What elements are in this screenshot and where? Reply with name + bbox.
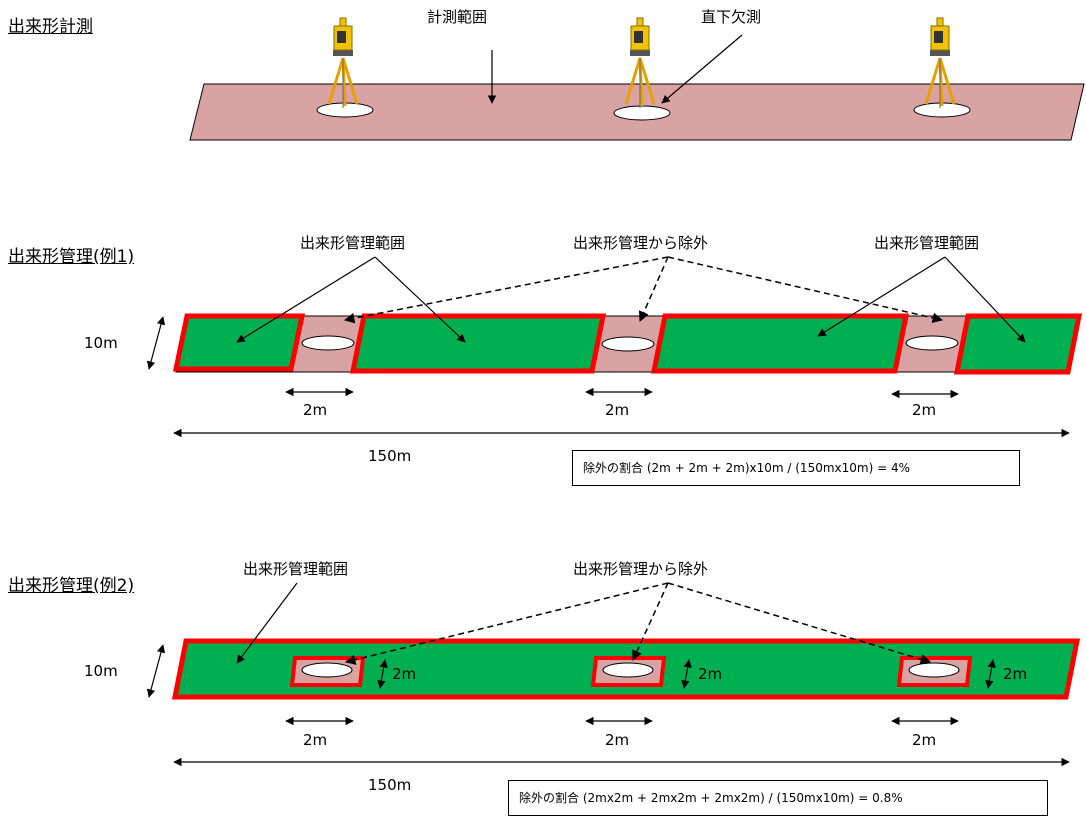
blind-spot — [905, 335, 959, 351]
blind-spot-label: 直下欠測 — [701, 8, 762, 26]
width-dimension: 10m — [84, 334, 118, 352]
gap-dimension: 2m — [1003, 665, 1028, 683]
length-dimension: 150m — [368, 776, 412, 794]
pointer-arrow — [661, 34, 743, 104]
blind-spot — [301, 335, 355, 351]
gap-dimension: 2m — [605, 731, 630, 749]
managed-range-label: 出来形管理範囲 — [874, 234, 980, 252]
blind-spot — [301, 662, 353, 678]
section-heading: 出来形計測 — [8, 17, 93, 37]
total-station-icon — [327, 16, 359, 110]
managed-area — [953, 313, 1083, 375]
total-station-icon — [624, 16, 656, 110]
excluded-label: 出来形管理から除外 — [573, 560, 709, 578]
gap-dimension: 2m — [303, 731, 328, 749]
exclusion-ratio-formula: 除外の割合 (2m + 2m + 2m)x10m / (150mx10m) = … — [572, 450, 1020, 486]
section-heading: 出来形管理(例1) — [8, 247, 135, 267]
total-station-icon — [924, 16, 956, 110]
blind-spot — [908, 662, 960, 678]
blind-spot — [601, 336, 655, 352]
measure-range-label: 計測範囲 — [427, 8, 488, 26]
gap-dimension: 2m — [698, 665, 723, 683]
gap-dimension: 2m — [605, 401, 630, 419]
length-dimension: 150m — [368, 447, 412, 465]
managed-area — [650, 313, 910, 374]
gap-dimension: 2m — [912, 731, 937, 749]
managed-area — [349, 313, 607, 374]
width-dimension: 10m — [84, 662, 118, 680]
managed-range-label: 出来形管理範囲 — [243, 560, 349, 578]
gap-dimension: 2m — [392, 665, 417, 683]
excluded-label: 出来形管理から除外 — [573, 234, 709, 252]
exclusion-ratio-formula: 除外の割合 (2mx2m + 2mx2m + 2mx2m) / (150mx10… — [508, 780, 1048, 816]
managed-range-label: 出来形管理範囲 — [300, 234, 406, 252]
gap-dimension: 2m — [303, 401, 328, 419]
gap-dimension: 2m — [912, 401, 937, 419]
managed-area — [172, 313, 306, 372]
blind-spot — [613, 105, 671, 121]
section-heading: 出来形管理(例2) — [8, 576, 135, 596]
blind-spot — [602, 662, 654, 678]
